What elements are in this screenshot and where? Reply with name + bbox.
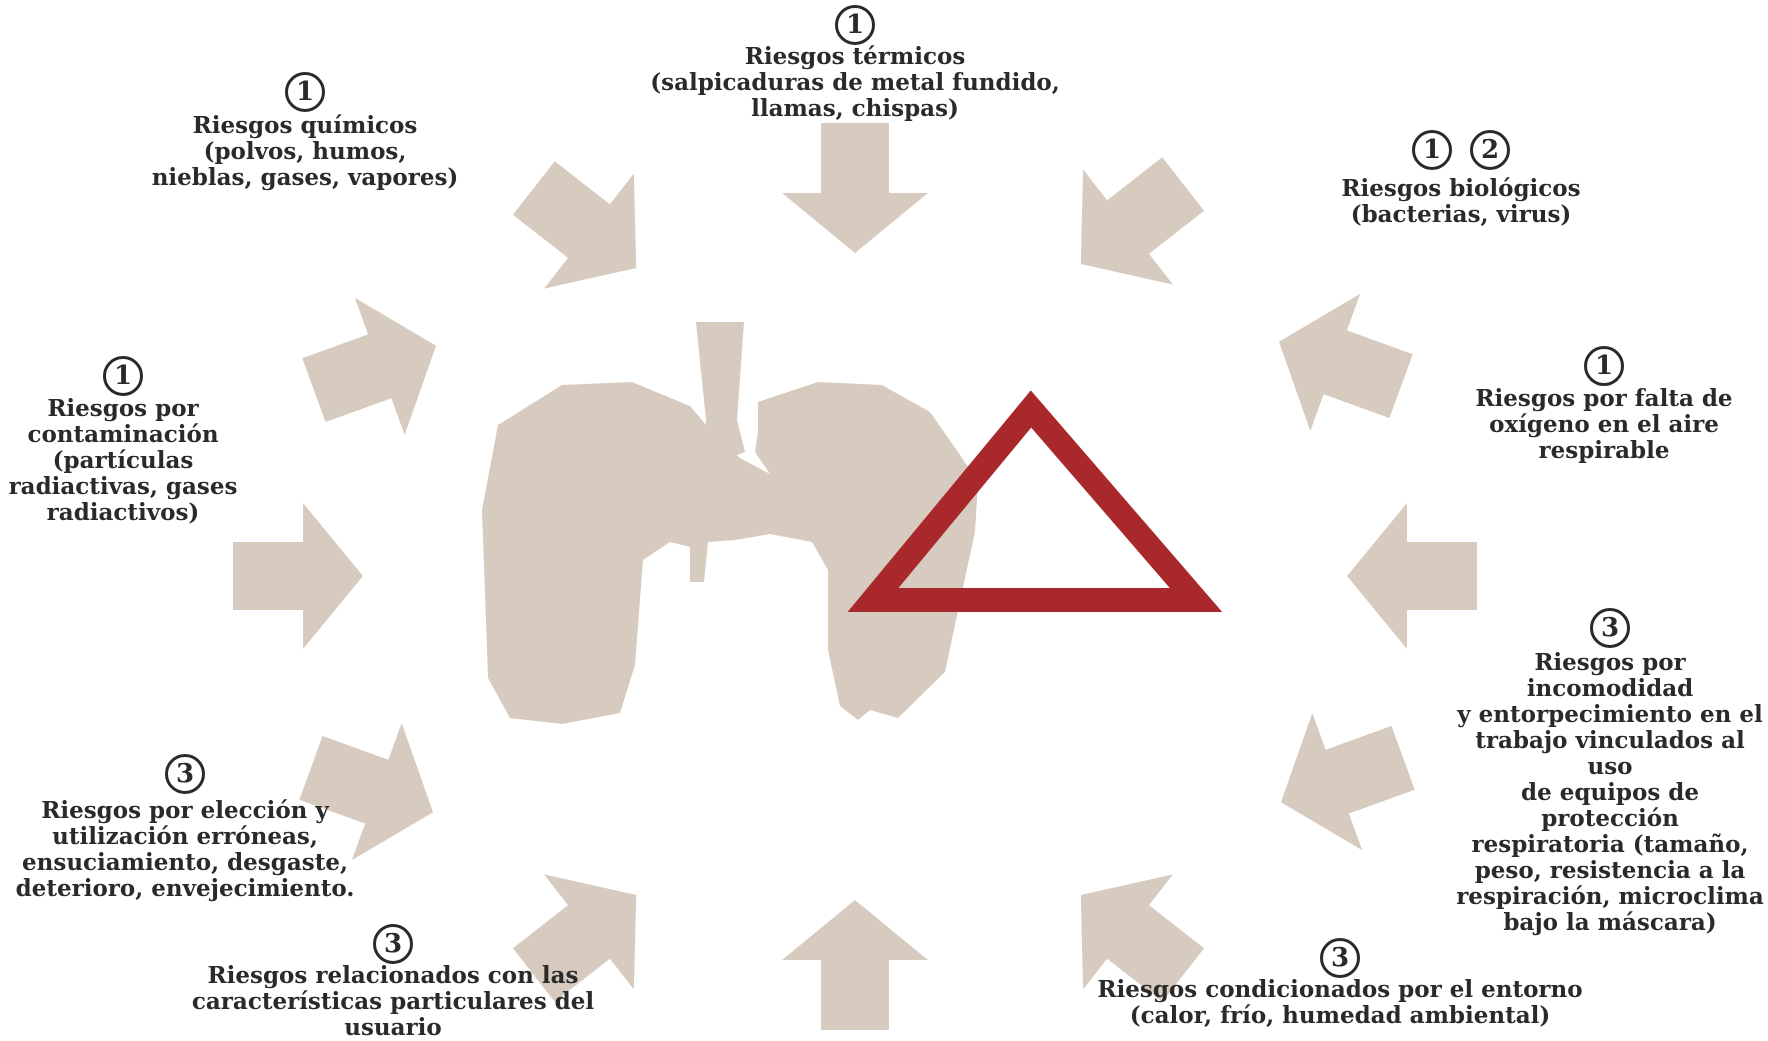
risk-category-badges-user: 3 <box>243 924 543 964</box>
risk-category-badges-discomfort: 3 <box>1460 608 1760 648</box>
risk-label-oxygen: Riesgos por falta de oxígeno en el aire … <box>1454 386 1754 464</box>
risk-category-badges-thermal: 1 <box>705 5 1005 45</box>
risk-label-discomfort: Riesgos por incomodidad y entorpecimient… <box>1450 650 1768 936</box>
category-number-badge: 1 <box>835 5 875 45</box>
category-number-badge: 1 <box>1412 130 1452 170</box>
category-number-badge: 1 <box>285 72 325 112</box>
risk-label-user: Riesgos relacionados con las característ… <box>183 963 603 1041</box>
risk-label-contamination: Riesgos por contaminación (partículas ra… <box>3 396 243 526</box>
category-number-badge: 3 <box>1590 608 1630 648</box>
category-number-badge: 1 <box>1584 346 1624 386</box>
arrow-top-icon <box>782 123 928 253</box>
category-number-badge: 3 <box>165 754 205 794</box>
risk-label-chemical: Riesgos químicos (polvos, humos, nieblas… <box>125 113 485 191</box>
arrow-top-left-icon <box>489 130 681 325</box>
arrow-right-icon <box>1347 503 1477 649</box>
arrow-right-upper-icon <box>1254 273 1426 455</box>
arrow-left-upper-icon <box>289 277 461 459</box>
lungs-icon <box>482 322 978 724</box>
category-number-badge: 3 <box>373 924 413 964</box>
arrow-left-icon <box>233 503 363 649</box>
category-number-badge: 1 <box>103 356 143 396</box>
risk-category-badges-oxygen: 1 <box>1454 346 1754 386</box>
arrow-right-lower-icon <box>1256 689 1428 871</box>
arrow-top-right-icon <box>1036 126 1228 321</box>
right-lung-icon <box>755 382 978 720</box>
category-number-badge: 3 <box>1320 938 1360 978</box>
risk-category-badges-environment: 3 <box>1190 938 1490 978</box>
risk-label-biological: Riesgos biológicos (bacterias, virus) <box>1311 176 1611 228</box>
risk-category-badges-contamination: 1 <box>0 356 273 396</box>
risk-label-thermal: Riesgos térmicos (salpicaduras de metal … <box>625 44 1085 122</box>
risk-category-badges-misuse: 3 <box>35 754 335 794</box>
arrow-bottom-icon <box>782 900 928 1030</box>
risk-label-environment: Riesgos condicionados por el entorno (ca… <box>1080 977 1600 1029</box>
risk-category-badges-chemical: 1 <box>155 72 455 112</box>
category-number-badge: 2 <box>1470 130 1510 170</box>
risk-label-misuse: Riesgos por elección y utilización errón… <box>5 798 365 902</box>
